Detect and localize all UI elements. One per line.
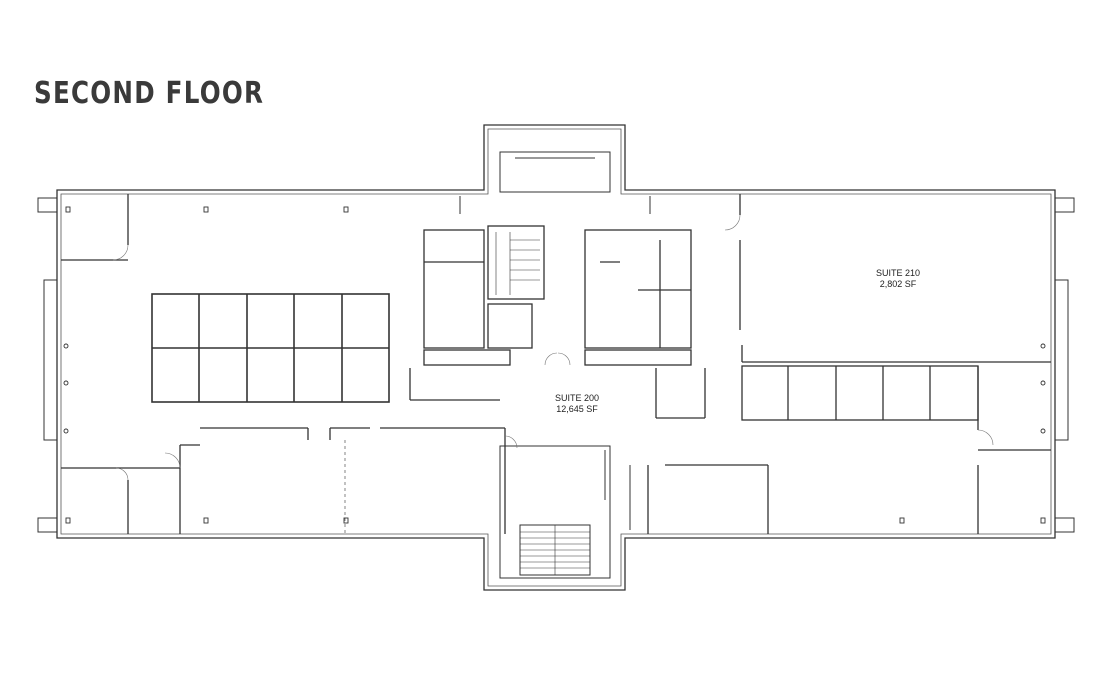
exterior-wall — [56, 124, 1056, 591]
suite-210-walls — [739, 194, 1051, 363]
west-offices — [61, 194, 200, 534]
southeast-room — [647, 464, 769, 534]
core-utility-rooms — [409, 225, 545, 401]
suite-200-area: 12,645 SF — [556, 404, 598, 414]
wall-bumpouts — [37, 197, 1075, 533]
door-swings — [112, 214, 994, 481]
floor-title: SECOND FLOOR — [34, 76, 265, 111]
cubicle-grid — [151, 293, 390, 403]
south-stair — [499, 445, 631, 579]
column-markers — [63, 206, 1046, 524]
suite-200-name: SUITE 200 — [555, 393, 599, 403]
restrooms — [584, 229, 706, 419]
suite-210-area: 2,802 SF — [880, 279, 917, 289]
suite-210-name: SUITE 210 — [876, 268, 920, 278]
conference-area — [200, 427, 506, 534]
north-entry — [459, 151, 651, 214]
east-offices — [741, 365, 1051, 534]
